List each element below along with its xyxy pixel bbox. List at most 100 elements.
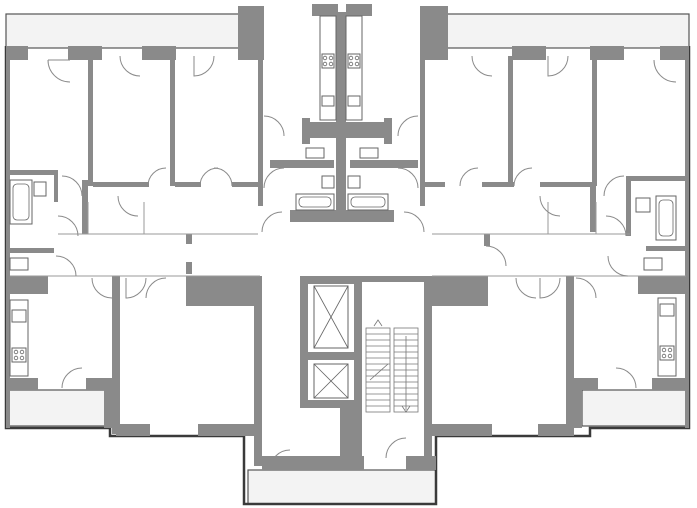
wall [6, 46, 10, 428]
wall [424, 276, 432, 466]
door-swing [117, 195, 139, 217]
wall [302, 122, 392, 138]
wall [484, 234, 490, 246]
walls [6, 4, 689, 470]
door-swing [605, 215, 627, 237]
balcony-top-right [446, 13, 690, 49]
elevators [313, 285, 349, 399]
wall [258, 56, 263, 206]
wall [590, 186, 596, 232]
door-swing [263, 115, 285, 137]
bathtub-icon [655, 195, 677, 241]
stove-icon [321, 53, 335, 69]
wall [186, 234, 192, 244]
wall [425, 182, 445, 187]
wall [346, 210, 394, 222]
wall [652, 378, 686, 390]
wall [10, 378, 38, 390]
wall [10, 276, 48, 294]
doors [47, 55, 677, 471]
door-swing [269, 449, 291, 471]
door-swing [653, 59, 677, 83]
wall [660, 46, 689, 60]
door-swing [403, 211, 425, 233]
wall [68, 46, 102, 60]
door-swing [263, 167, 285, 189]
wall [104, 386, 112, 428]
wall [346, 4, 372, 16]
bathtub-icon [347, 193, 389, 211]
door-swing [397, 115, 419, 137]
door-swing [61, 367, 83, 389]
wall [232, 182, 262, 187]
stair-direction-arrow [369, 363, 389, 381]
wall [298, 456, 364, 470]
wall [300, 276, 358, 284]
door-swing [91, 277, 113, 299]
stove-icon [659, 345, 675, 361]
wall [186, 262, 192, 274]
wall [198, 424, 256, 436]
toilet-icon [9, 257, 29, 271]
door-swing [485, 245, 507, 267]
sink-icon [347, 95, 361, 107]
balcony-top-left [5, 13, 243, 49]
door-swing [61, 175, 83, 197]
sink-icon [11, 309, 27, 323]
wall [336, 12, 346, 222]
bathtub-icon [9, 179, 33, 225]
door-swing [145, 277, 167, 299]
wall [6, 46, 28, 60]
wall [538, 424, 574, 436]
wall [186, 276, 260, 306]
door-swing [515, 277, 537, 299]
door-swing [147, 167, 167, 187]
stove-icon [347, 53, 361, 69]
building-outline [4, 46, 691, 506]
sink-icon [33, 181, 47, 197]
bathtub-inner [658, 199, 674, 237]
wall [340, 404, 360, 460]
arrow-head-icon [401, 405, 411, 413]
sink-icon [347, 175, 361, 189]
wall [406, 456, 436, 470]
wall [262, 456, 298, 470]
wall [590, 46, 624, 60]
staircase [365, 319, 419, 413]
door-swing [603, 175, 625, 197]
door-swing [615, 367, 637, 389]
door-swing [55, 255, 77, 277]
sink-icon [321, 95, 335, 107]
wall [574, 386, 582, 428]
door-swing [513, 167, 533, 187]
wall [354, 276, 362, 460]
door-swing [539, 195, 561, 217]
wall [685, 46, 689, 428]
door-swing [119, 55, 141, 77]
wall [300, 400, 358, 408]
balconies [5, 13, 690, 505]
wall [175, 182, 201, 187]
wall [6, 170, 58, 175]
wall [270, 160, 334, 168]
wall [592, 56, 597, 186]
wall [88, 56, 93, 186]
door-swing [607, 255, 629, 277]
door-swing [199, 167, 219, 187]
bathtub-inner [350, 196, 386, 208]
wall [112, 276, 120, 434]
sink-icon [635, 197, 651, 213]
balcony-bottom-right [581, 389, 690, 427]
wall [638, 276, 686, 294]
wall [432, 276, 488, 306]
wall [566, 276, 574, 434]
wall [142, 46, 176, 60]
door-swing [459, 167, 479, 187]
bathtub-inner [298, 196, 332, 208]
wall [170, 56, 175, 186]
toilet-icon [643, 257, 663, 271]
wall [290, 210, 336, 222]
door-swing [193, 55, 215, 77]
wall [10, 248, 54, 253]
